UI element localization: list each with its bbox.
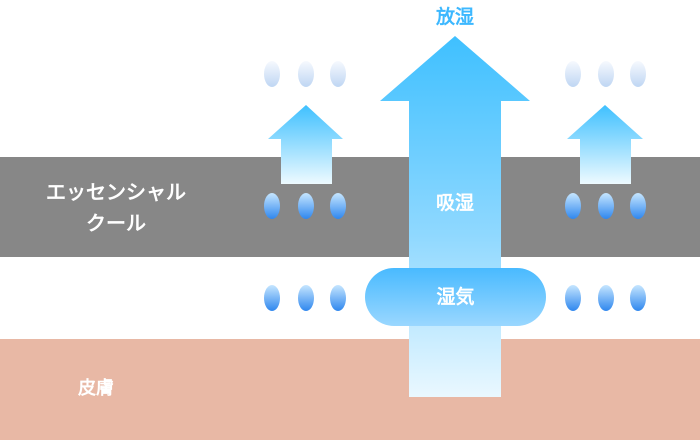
droplet [565, 61, 581, 87]
droplet [330, 285, 346, 311]
absorb-label: 吸湿 [435, 192, 474, 214]
release-label: 放湿 [435, 6, 474, 28]
right-release-arrow [567, 105, 643, 184]
droplet [298, 61, 314, 87]
skin-label: 皮膚 [78, 378, 114, 399]
left-release-arrow [268, 105, 343, 184]
fabric-label: エッセンシャル クール [46, 180, 186, 235]
droplet [298, 285, 314, 311]
droplet [630, 285, 646, 311]
droplet [565, 285, 581, 311]
droplet [630, 193, 646, 219]
droplet [298, 193, 314, 219]
droplet [565, 193, 581, 219]
droplet [598, 193, 614, 219]
vapor-pill [365, 268, 546, 326]
droplet [630, 61, 646, 87]
droplet [264, 61, 280, 87]
droplet [264, 193, 280, 219]
main-moisture-arrow [380, 36, 530, 397]
droplet [598, 61, 614, 87]
droplet [330, 193, 346, 219]
droplet [264, 285, 280, 311]
droplet [598, 285, 614, 311]
vapor-label: 湿気 [436, 286, 475, 308]
droplet [330, 61, 346, 87]
skin-layer [0, 339, 700, 440]
